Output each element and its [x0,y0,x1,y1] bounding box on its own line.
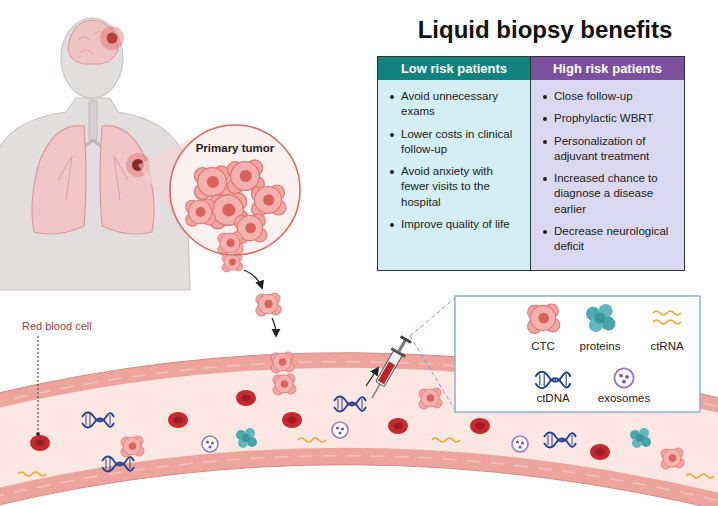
title: Liquid biopsy benefits [395,16,695,44]
bullet-dot [390,170,394,174]
draw-arrow [366,368,378,386]
bullet-text: Personalization of adjuvant treatment [554,135,649,162]
table-column: High risk patientsClose follow-upProphyl… [530,56,685,271]
zoom-circle: Primary tumor [170,125,300,255]
bullet-text: Close follow-up [554,90,633,102]
migration [222,253,281,336]
circle-label: Primary tumor [170,142,300,154]
bullet-text: Improve quality of life [401,218,510,230]
tumor-zoom [170,125,300,255]
bullet-item: Improve quality of life [388,217,522,232]
bullet-item: Prophylactic WBRT [541,111,676,126]
bullet-item: Increased chance to diagnose a disease e… [541,171,676,217]
table-column: Low risk patientsAvoid unnecessary exams… [377,56,531,271]
bullet-text: Increased chance to diagnose a disease e… [554,172,658,215]
bullet-item: Personalization of adjuvant treatment [541,134,676,165]
column-body: Avoid unnecessary examsLower costs in cl… [378,80,530,270]
legend-text: CTC [503,340,583,352]
header-text: High risk patients [553,61,662,76]
callout-label: Red blood cell [22,320,92,332]
bullet-text: Avoid unnecessary exams [401,90,498,117]
bullet-text: Lower costs in clinical follow-up [401,128,512,155]
column-header: High risk patients [531,57,684,80]
bullet-text: Avoid anxiety with fewer visits to the h… [401,165,493,208]
bullet-dot [543,230,547,234]
syringe [365,334,413,402]
bullet-item: Avoid anxiety with fewer visits to the h… [388,164,522,210]
legend-text: ctRNA [627,340,707,352]
bullet-dot [390,95,394,99]
bullet-dot [543,140,547,144]
bullet-item: Close follow-up [541,89,676,104]
legend-text: proteins [560,340,640,352]
bullet-item: Decrease neurological deficit [541,224,676,255]
leader-dot [36,432,40,436]
bullet-dot [543,117,547,121]
leader-line [38,336,39,431]
bullet-text: Prophylactic WBRT [554,112,653,124]
legend-text: ctDNA [513,392,593,404]
column-body: Close follow-upProphylactic WBRT Personal… [531,80,684,270]
bullet-item: Lower costs in clinical follow-up [388,127,522,158]
header-text: Low risk patients [401,61,507,76]
bullet-dot [390,223,394,227]
bullet-dot [390,133,394,137]
bullet-dot [543,95,547,99]
zoom-lines [410,298,455,410]
legend-text: exosomes [584,392,664,404]
bullet-text: Decrease neurological deficit [554,225,668,252]
bullet-dot [543,177,547,181]
component-box [455,296,700,412]
column-header: Low risk patients [378,57,530,80]
bullet-item: Avoid unnecessary exams [388,89,522,120]
